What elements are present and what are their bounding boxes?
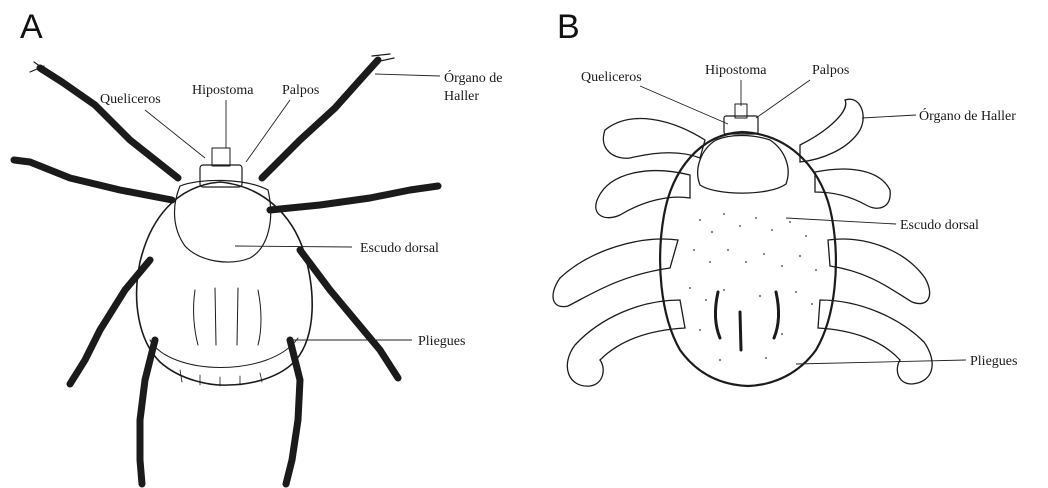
panel-b-label-queliceros: Queliceros [581, 70, 642, 85]
panel-a-label-palpos: Palpos [282, 83, 319, 98]
panel-b-letter: B [557, 8, 580, 46]
panel-b-tick-illustration [553, 99, 932, 386]
panel-a-label-organo-line2: Haller [444, 89, 479, 104]
panel-b: B [553, 8, 1017, 386]
panel-a-body-outline [137, 182, 313, 385]
panel-a-label-queliceros: Queliceros [100, 92, 161, 107]
panel-b-body-outline [660, 132, 836, 386]
panel-b-legs [553, 99, 932, 386]
panel-b-dorsal-shield [698, 136, 788, 194]
panel-a-label-escudo: Escudo dorsal [360, 241, 439, 256]
panel-a-label-pliegues: Pliegues [418, 334, 465, 349]
panel-b-label-pliegues: Pliegues [970, 354, 1017, 369]
panel-b-label-organo: Órgano de Haller [919, 107, 1016, 124]
panel-a-letter: A [20, 8, 43, 46]
panel-b-label-escudo: Escudo dorsal [900, 218, 979, 233]
panel-a-label-hipostoma: Hipostoma [192, 83, 254, 98]
panel-a: A [14, 8, 502, 484]
panel-b-texture [689, 213, 817, 361]
panel-b-label-palpos: Palpos [812, 63, 849, 78]
panel-a-label-organo-line1: Órgano de [444, 69, 502, 86]
panel-b-label-hipostoma: Hipostoma [705, 63, 767, 78]
